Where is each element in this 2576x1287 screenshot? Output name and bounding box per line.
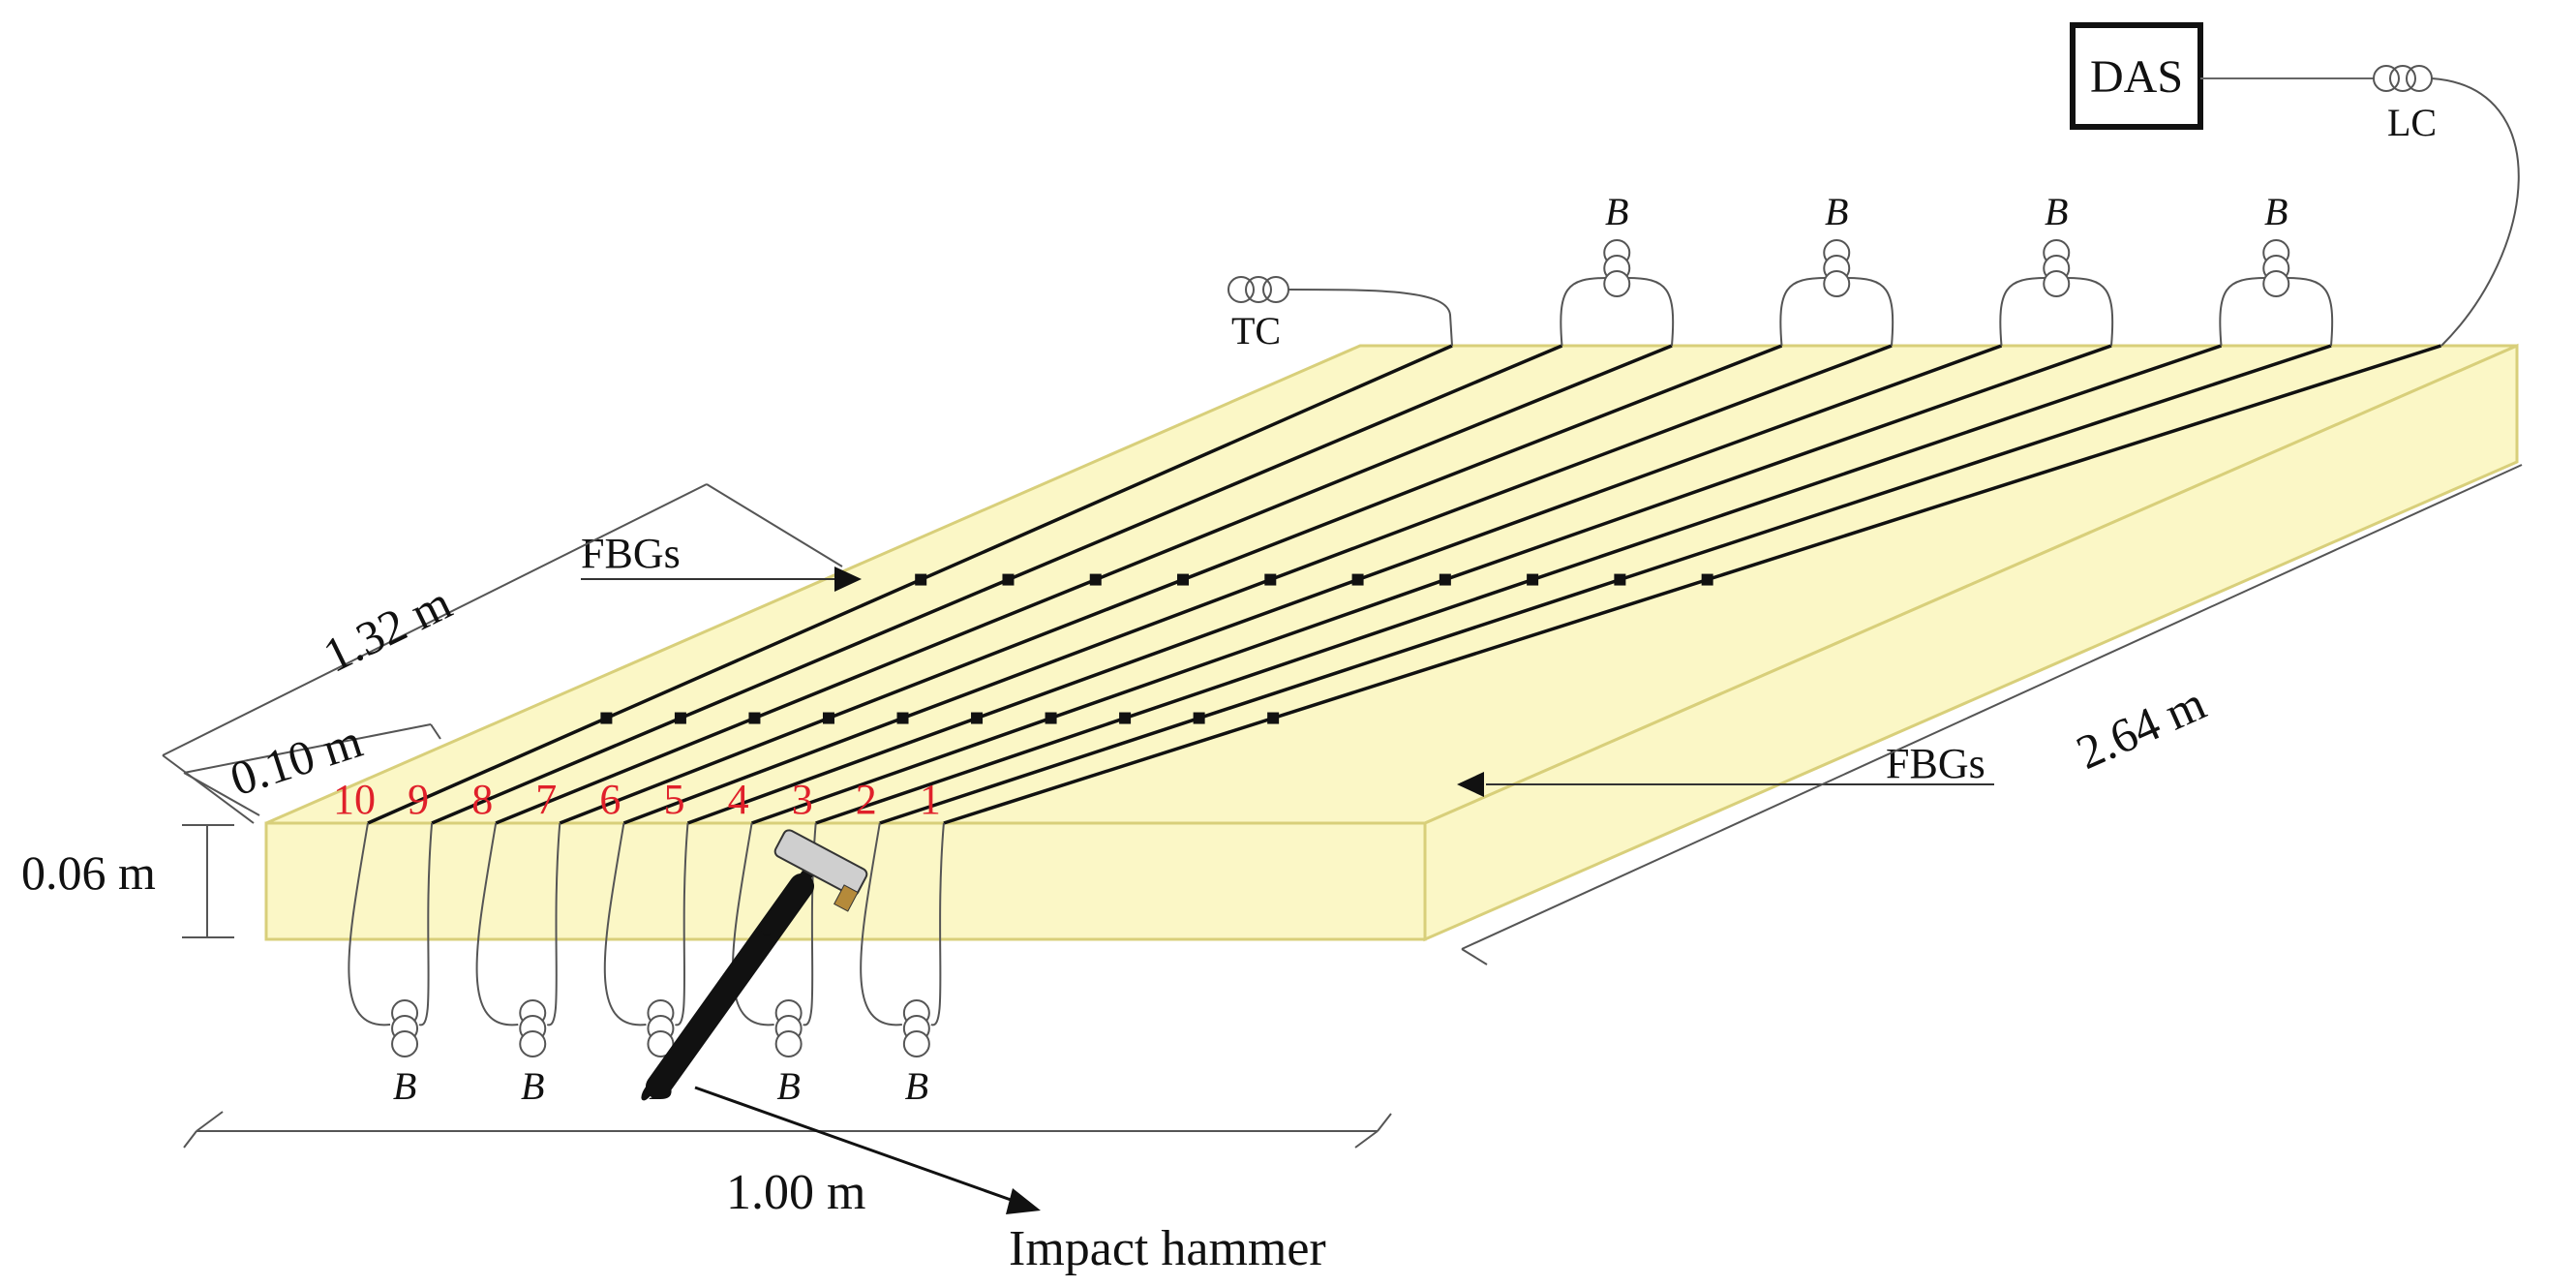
fiber-number: 9 <box>408 776 429 823</box>
bearing-label: B <box>2045 190 2068 233</box>
slab <box>264 343 2519 942</box>
dimension-width-label: 1.32 m <box>315 575 459 683</box>
fbg-sensor-front <box>1045 712 1057 724</box>
fiber-line <box>686 344 2003 825</box>
dimension-span-label: 1.00 m <box>726 1165 865 1220</box>
fbg-sensor-rear <box>1089 573 1102 586</box>
fiber-line <box>622 344 1893 825</box>
fiber-line <box>751 344 2112 825</box>
fiber-number: 1 <box>920 776 941 823</box>
fbg-sensor-front <box>600 712 613 724</box>
bearing-label: B <box>521 1064 544 1108</box>
fbg-sensor-front <box>971 712 984 724</box>
fbg-sensors <box>600 573 1713 724</box>
bearing-label: B <box>1825 190 1848 233</box>
fiber-number: 5 <box>664 776 685 823</box>
fiber-number: 2 <box>856 776 877 823</box>
lc-label: LC <box>2387 101 2437 144</box>
fbg-sensor-rear <box>1264 573 1277 586</box>
bearing-coil-icon <box>2262 239 2290 297</box>
fiber-loop-top <box>1999 277 2114 347</box>
fiber-loop-bottom <box>603 822 689 1027</box>
fbgs-label-top: FBGs <box>581 530 681 577</box>
fiber-loop-bottom <box>475 822 561 1027</box>
fiber-number: 6 <box>599 776 621 823</box>
das-box <box>2070 22 2203 130</box>
bearing-label: B <box>905 1064 928 1108</box>
fiber-line <box>559 344 1783 825</box>
fiber-loop-bottom <box>860 822 945 1027</box>
fbg-sensor-rear <box>1614 573 1626 586</box>
dimension-thickness-label: 0.06 m <box>21 845 156 900</box>
fbg-sensor-front <box>748 712 761 724</box>
fbg-sensor-rear <box>1177 573 1190 586</box>
fbgs-arrow-right-head <box>1457 772 1484 797</box>
fiber-lines <box>367 344 2442 825</box>
fiber-loop-top <box>2219 277 2334 347</box>
bearing-label: B <box>776 1064 800 1108</box>
das-label: DAS <box>2090 51 2183 103</box>
bearing-label: B <box>1605 190 1628 233</box>
bearing-label: B <box>2264 190 2288 233</box>
fiber-line <box>495 344 1673 825</box>
bearing-coil-icon <box>774 999 803 1057</box>
impact-hammer-icon <box>641 829 868 1101</box>
dimension-length <box>1461 464 2523 965</box>
fbg-sensor-front <box>1193 712 1205 724</box>
dimension-thickness <box>182 824 234 938</box>
dimension-length-label: 2.64 m <box>2069 675 2214 780</box>
fbg-sensor-rear <box>1002 573 1015 586</box>
bearing-coil-icon <box>391 999 419 1057</box>
lc-coupler <box>2373 65 2520 347</box>
fbg-sensor-rear <box>1439 573 1451 586</box>
fiber-number: 8 <box>471 776 493 823</box>
fiber-number: 4 <box>728 776 749 823</box>
fbg-sensor-rear <box>1701 573 1713 586</box>
bearing-coil-icon <box>647 999 675 1057</box>
fiber-number: 3 <box>792 776 813 823</box>
bearing-label: B <box>393 1064 416 1108</box>
fbg-sensor-front <box>674 712 686 724</box>
bearing-coil-icon <box>2043 239 2071 297</box>
fiber-loop-top <box>1560 277 1675 347</box>
fiber-line <box>943 344 2442 825</box>
fiber-number: 7 <box>535 776 557 823</box>
bearing-coil-icon <box>1823 239 1851 297</box>
bearing-coil-icon <box>902 999 930 1057</box>
fiber-loop-top <box>1779 277 1894 347</box>
bearing-coil-icon <box>1603 239 1631 297</box>
bearing-coil-icon <box>519 999 547 1057</box>
slab-side-face <box>1423 343 2519 942</box>
fbgs-arrow-top-head <box>834 567 862 592</box>
fbg-sensor-rear <box>915 573 927 586</box>
dimension-width <box>162 483 843 824</box>
fbg-sensor-front <box>1119 712 1132 724</box>
fbg-sensor-rear <box>1351 573 1364 586</box>
impact-hammer-arrow-head <box>1006 1188 1041 1214</box>
fbg-sensor-front <box>1267 712 1280 724</box>
fiber-line <box>815 344 2223 825</box>
fbg-sensor-rear <box>1527 573 1539 586</box>
impact-hammer-label: Impact hammer <box>1009 1221 1326 1276</box>
dimension-span <box>183 1111 1392 1149</box>
fiber-line <box>879 344 2332 825</box>
fiber-number: 10 <box>333 776 376 823</box>
fbg-sensor-front <box>822 712 834 724</box>
fiber-line <box>367 344 1453 825</box>
dimension-spacing <box>183 723 441 816</box>
fbgs-label-right: FBGs <box>1886 740 1985 787</box>
tc-coupler <box>1227 276 1453 347</box>
fiber-line <box>431 344 1563 825</box>
fbg-sensor-front <box>896 712 909 724</box>
impact-hammer-arrow-line <box>694 1086 1015 1203</box>
fiber-loop-bottom <box>348 822 434 1027</box>
tc-label: TC <box>1231 309 1281 352</box>
